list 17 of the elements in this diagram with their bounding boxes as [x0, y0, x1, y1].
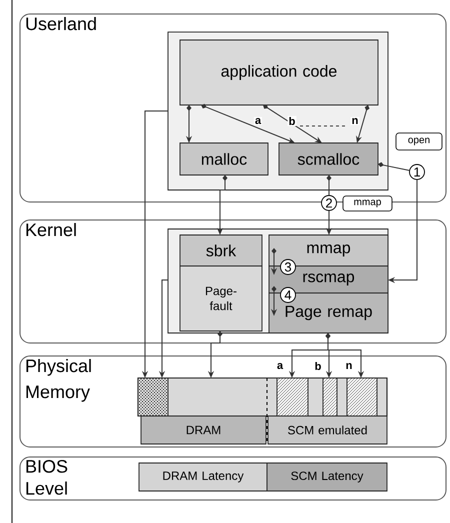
function-box: scmalloc: [278, 142, 378, 176]
latency-box: SCM Latency: [266, 462, 388, 492]
function-box: malloc: [180, 142, 268, 176]
memory-box: SCM emulated: [268, 416, 388, 444]
call-tag: open: [396, 132, 442, 150]
edge-label: b: [288, 116, 296, 126]
memory-box: DRAM: [140, 416, 266, 444]
arrow: [326, 175, 332, 196]
function-box: Page-fault: [180, 266, 262, 332]
arrow: [378, 162, 410, 171]
latency-box: DRAM Latency: [138, 462, 268, 492]
edge-label: n: [344, 362, 354, 370]
function-box: sbrk: [180, 234, 262, 266]
call-tag: mmap: [342, 196, 392, 212]
code-box: application code: [180, 40, 378, 106]
edge-label: b: [314, 360, 322, 372]
edge-label: n: [350, 117, 360, 125]
